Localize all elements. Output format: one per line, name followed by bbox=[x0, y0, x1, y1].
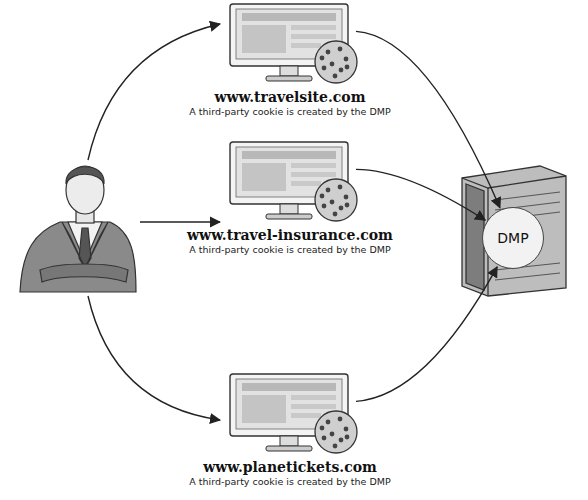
site-note: A third-party cookie is created by the D… bbox=[185, 106, 394, 118]
website-node: www.travelsite.comA third-party cookie i… bbox=[185, 2, 394, 118]
server-tower bbox=[462, 166, 566, 296]
monitor-with-cookie bbox=[220, 372, 360, 456]
site-url: www.travel-insurance.com bbox=[183, 227, 397, 244]
website-node: www.planetickets.comA third-party cookie… bbox=[185, 372, 394, 488]
site-url: www.planetickets.com bbox=[185, 459, 394, 476]
data-flow-arrow bbox=[356, 267, 497, 401]
monitor-with-cookie bbox=[220, 140, 360, 224]
person-figure bbox=[20, 166, 136, 292]
website-node: www.travel-insurance.comA third-party co… bbox=[183, 140, 397, 256]
dmp-label: DMP bbox=[497, 230, 528, 246]
visit-arrows bbox=[88, 24, 220, 420]
data-flow-arrow bbox=[356, 31, 500, 207]
site-note: A third-party cookie is created by the D… bbox=[183, 244, 397, 256]
site-url: www.travelsite.com bbox=[185, 89, 394, 106]
site-note: A third-party cookie is created by the D… bbox=[185, 476, 394, 488]
dmp-circle: DMP bbox=[482, 207, 544, 269]
data-flow-arrow bbox=[356, 169, 485, 220]
monitor-with-cookie bbox=[220, 2, 360, 86]
